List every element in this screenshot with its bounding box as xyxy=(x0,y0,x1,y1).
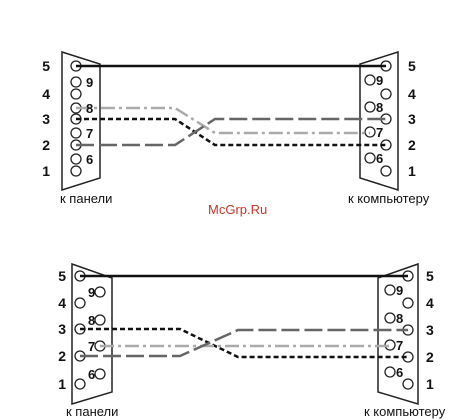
right-pin-number: 4 xyxy=(408,86,416,102)
right-pin-number: 4 xyxy=(426,295,434,311)
right-pin-circle xyxy=(402,297,414,309)
right-caption: к компьютеру xyxy=(364,404,446,419)
left-inner-pin-number: 9 xyxy=(86,75,93,90)
right-pin-circle xyxy=(384,312,396,324)
right-inner-pin-number: 9 xyxy=(376,73,383,88)
wire-8-7 xyxy=(76,106,370,135)
left-pin-number: 5 xyxy=(58,268,66,284)
right-pin-circle xyxy=(402,378,414,390)
right-pin-number: 1 xyxy=(408,163,416,179)
left-inner-pin-number: 6 xyxy=(88,367,95,382)
left-pin-number: 2 xyxy=(42,137,50,153)
wire-2-3 xyxy=(76,117,386,147)
watermark: McGrp.Ru xyxy=(208,202,267,217)
right-inner-pin-number: 7 xyxy=(396,338,403,353)
left-pin-number: 1 xyxy=(58,376,66,392)
left-inner-pin-number: 7 xyxy=(88,339,95,354)
right-pin-number: 2 xyxy=(426,349,434,365)
left-pin-number: 5 xyxy=(42,58,50,74)
right-pin-number: 5 xyxy=(408,58,416,74)
right-pin-circle xyxy=(380,88,392,100)
left-pin-circle xyxy=(94,314,106,326)
left-pin-circle xyxy=(74,378,86,390)
right-inner-pin-number: 7 xyxy=(376,125,383,140)
left-pin-circle xyxy=(70,153,82,165)
left-pin-number: 2 xyxy=(58,348,66,364)
right-pin-circle xyxy=(384,284,396,296)
left-inner-pin-number: 7 xyxy=(86,126,93,141)
left-connector-bottom xyxy=(71,262,113,406)
right-pin-number: 3 xyxy=(426,322,434,338)
left-pin-circle xyxy=(94,368,106,380)
right-inner-pin-number: 8 xyxy=(376,100,383,115)
right-pin-number: 3 xyxy=(408,111,416,127)
left-pin-number: 3 xyxy=(42,111,50,127)
right-pin-number: 1 xyxy=(426,376,434,392)
left-caption: к панели xyxy=(66,404,118,419)
left-pin-number: 4 xyxy=(58,295,66,311)
right-pin-number: 5 xyxy=(426,268,434,284)
right-inner-pin-number: 9 xyxy=(396,283,403,298)
right-inner-pin-number: 6 xyxy=(376,151,383,166)
left-pin-number: 4 xyxy=(42,86,50,102)
left-pin-circle xyxy=(70,127,82,139)
wire-2-3 xyxy=(80,328,408,358)
left-pin-circle xyxy=(70,165,82,177)
right-pin-circle xyxy=(364,101,376,113)
right-pin-circle xyxy=(364,152,376,164)
left-pin-circle xyxy=(74,297,86,309)
bottom-diagram: 5 4 3 2 1 5 4 3 2 1 9 8 7 6 9 8 7 6 к па… xyxy=(58,262,446,419)
left-inner-pin-number: 6 xyxy=(86,152,93,167)
right-pin-circle xyxy=(380,165,392,177)
right-caption: к компьютеру xyxy=(348,191,430,206)
left-caption: к панели xyxy=(60,191,112,206)
right-connector-top xyxy=(359,50,399,192)
left-pin-circle xyxy=(70,88,82,100)
right-inner-pin-number: 8 xyxy=(396,311,403,326)
left-pin-number: 1 xyxy=(42,163,50,179)
left-inner-pin-number: 8 xyxy=(86,101,93,116)
right-pin-circle xyxy=(384,366,396,378)
left-pin-circle xyxy=(94,286,106,298)
left-pin-number: 3 xyxy=(58,321,66,337)
right-pin-number: 2 xyxy=(408,137,416,153)
right-connector-bottom xyxy=(377,262,419,406)
top-diagram: 5 4 3 2 1 5 4 3 2 1 9 8 7 6 9 8 7 6 к па… xyxy=(42,50,430,206)
left-pin-circle xyxy=(70,76,82,88)
wire-3-2 xyxy=(80,327,408,359)
left-inner-pin-number: 8 xyxy=(88,313,95,328)
left-connector-top xyxy=(61,50,101,192)
right-inner-pin-number: 6 xyxy=(396,365,403,380)
right-pin-circle xyxy=(364,74,376,86)
left-inner-pin-number: 9 xyxy=(88,285,95,300)
